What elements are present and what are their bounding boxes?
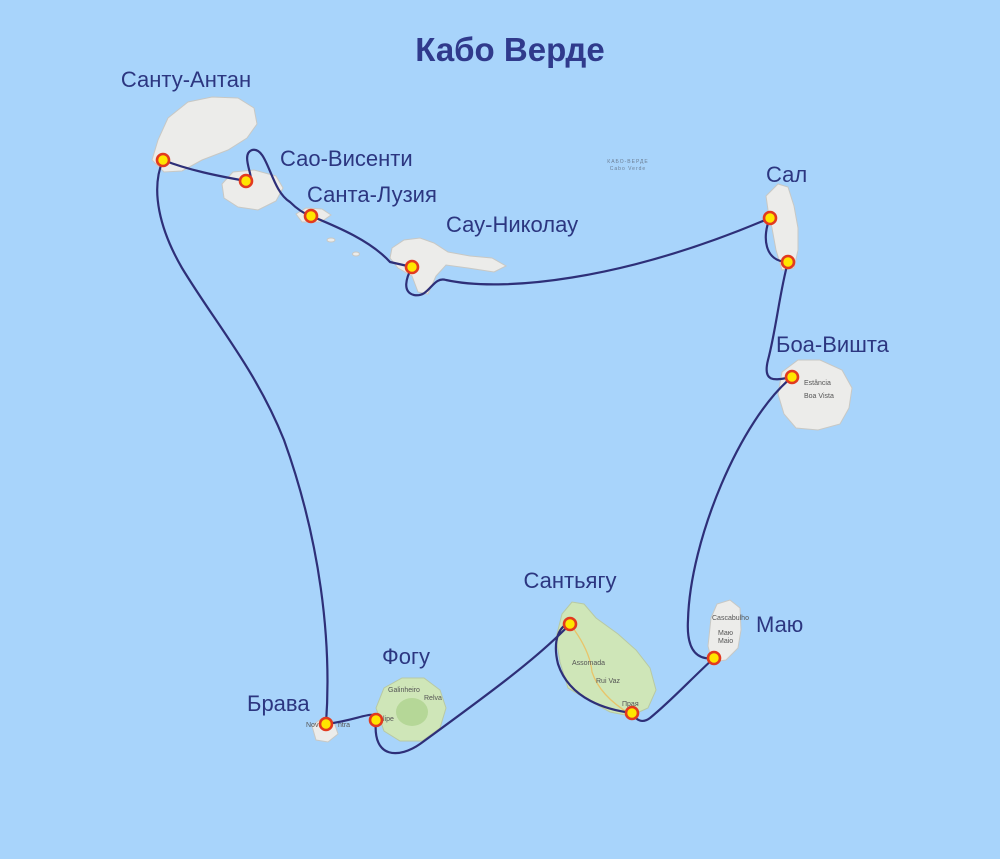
label-maio-cyr: Маю (718, 630, 733, 637)
island-sao-vicente[interactable] (221, 169, 284, 211)
map-title: Кабо Верде (415, 31, 604, 68)
port-marker-boa-vista[interactable] (784, 369, 800, 385)
port-marker-sao-vicente[interactable] (238, 173, 254, 189)
label-galinheiro: Galinheiro (388, 687, 420, 694)
label-maio: Маю (756, 612, 803, 637)
label-boa-vista-town: Boa Vista (804, 393, 834, 400)
ocean-label-bottom: Cabo Verde (610, 166, 646, 172)
label-brava-nova: Nov (306, 722, 319, 729)
islet-raso (352, 251, 360, 257)
label-sao-nicolau: Сау-Николау (446, 212, 578, 237)
port-marker-brava[interactable] (318, 716, 334, 732)
port-marker-fogo[interactable] (368, 712, 384, 728)
port-marker-sao-nicolau[interactable] (404, 259, 420, 275)
port-marker-santa-luzia[interactable] (303, 208, 319, 224)
port-marker-sal-south[interactable] (780, 254, 796, 270)
label-santo-antao: Санту-Антан (121, 67, 251, 92)
label-rui-vaz: Rui Vaz (596, 678, 620, 685)
label-brava-sintra: ntra (338, 722, 350, 729)
ocean-label-top: КАБО-ВЕРДЕ (607, 159, 648, 165)
port-marker-tarrafal[interactable] (562, 616, 578, 632)
port-marker-praia[interactable] (624, 705, 640, 721)
label-brava: Брава (247, 691, 310, 716)
islet-branco (326, 237, 336, 243)
port-marker-santo-antao[interactable] (155, 152, 171, 168)
santiago-road (569, 623, 631, 715)
label-fogo: Фогу (382, 644, 430, 669)
label-cascabulho: Cascabulho (712, 615, 749, 622)
label-filipe: lipe (383, 716, 394, 723)
label-assomada: Assomada (572, 660, 605, 667)
island-sao-nicolau[interactable] (389, 237, 508, 295)
fogo-volcano-shade (396, 698, 428, 726)
label-boa-vista: Боа-Вишта (776, 332, 890, 357)
port-marker-sal-north[interactable] (762, 210, 778, 226)
port-marker-maio[interactable] (706, 650, 722, 666)
label-sal: Сал (766, 162, 807, 187)
sailing-route (156, 148, 794, 755)
island-santo-antao[interactable] (151, 96, 258, 173)
label-praia: Прая (622, 701, 639, 708)
label-santiago: Сантьягу (524, 568, 617, 593)
label-estancia: Estância (804, 380, 831, 387)
label-relva: Relva (424, 695, 442, 702)
label-santa-luzia: Санта-Лузия (307, 182, 437, 207)
label-maio-lat: Maio (718, 638, 733, 645)
label-sao-vicente: Сао-Висенти (280, 146, 413, 171)
